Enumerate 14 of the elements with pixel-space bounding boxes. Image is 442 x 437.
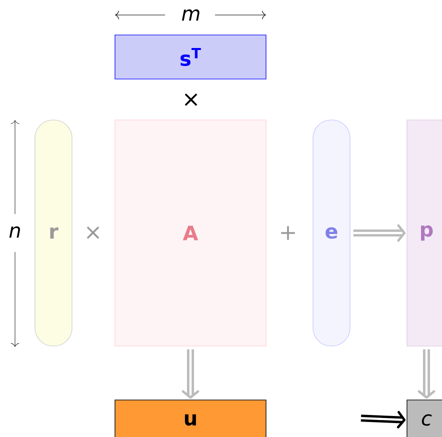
arrow xyxy=(353,224,406,242)
matrix-box: c xyxy=(406,400,442,437)
vector-pill: r xyxy=(34,120,72,346)
matrix-box: u xyxy=(114,400,266,437)
matrix-box: s$^{T}$ xyxy=(114,34,266,80)
matrix-box: A xyxy=(114,120,266,346)
operator-sign: × xyxy=(184,93,198,106)
operator-sign: × xyxy=(86,226,100,239)
vector-pill: e xyxy=(312,120,350,346)
arrow xyxy=(182,349,200,399)
arrow xyxy=(360,410,406,428)
matrix-box: p xyxy=(406,120,442,346)
operator-sign: + xyxy=(281,226,295,240)
arrow xyxy=(418,349,436,399)
